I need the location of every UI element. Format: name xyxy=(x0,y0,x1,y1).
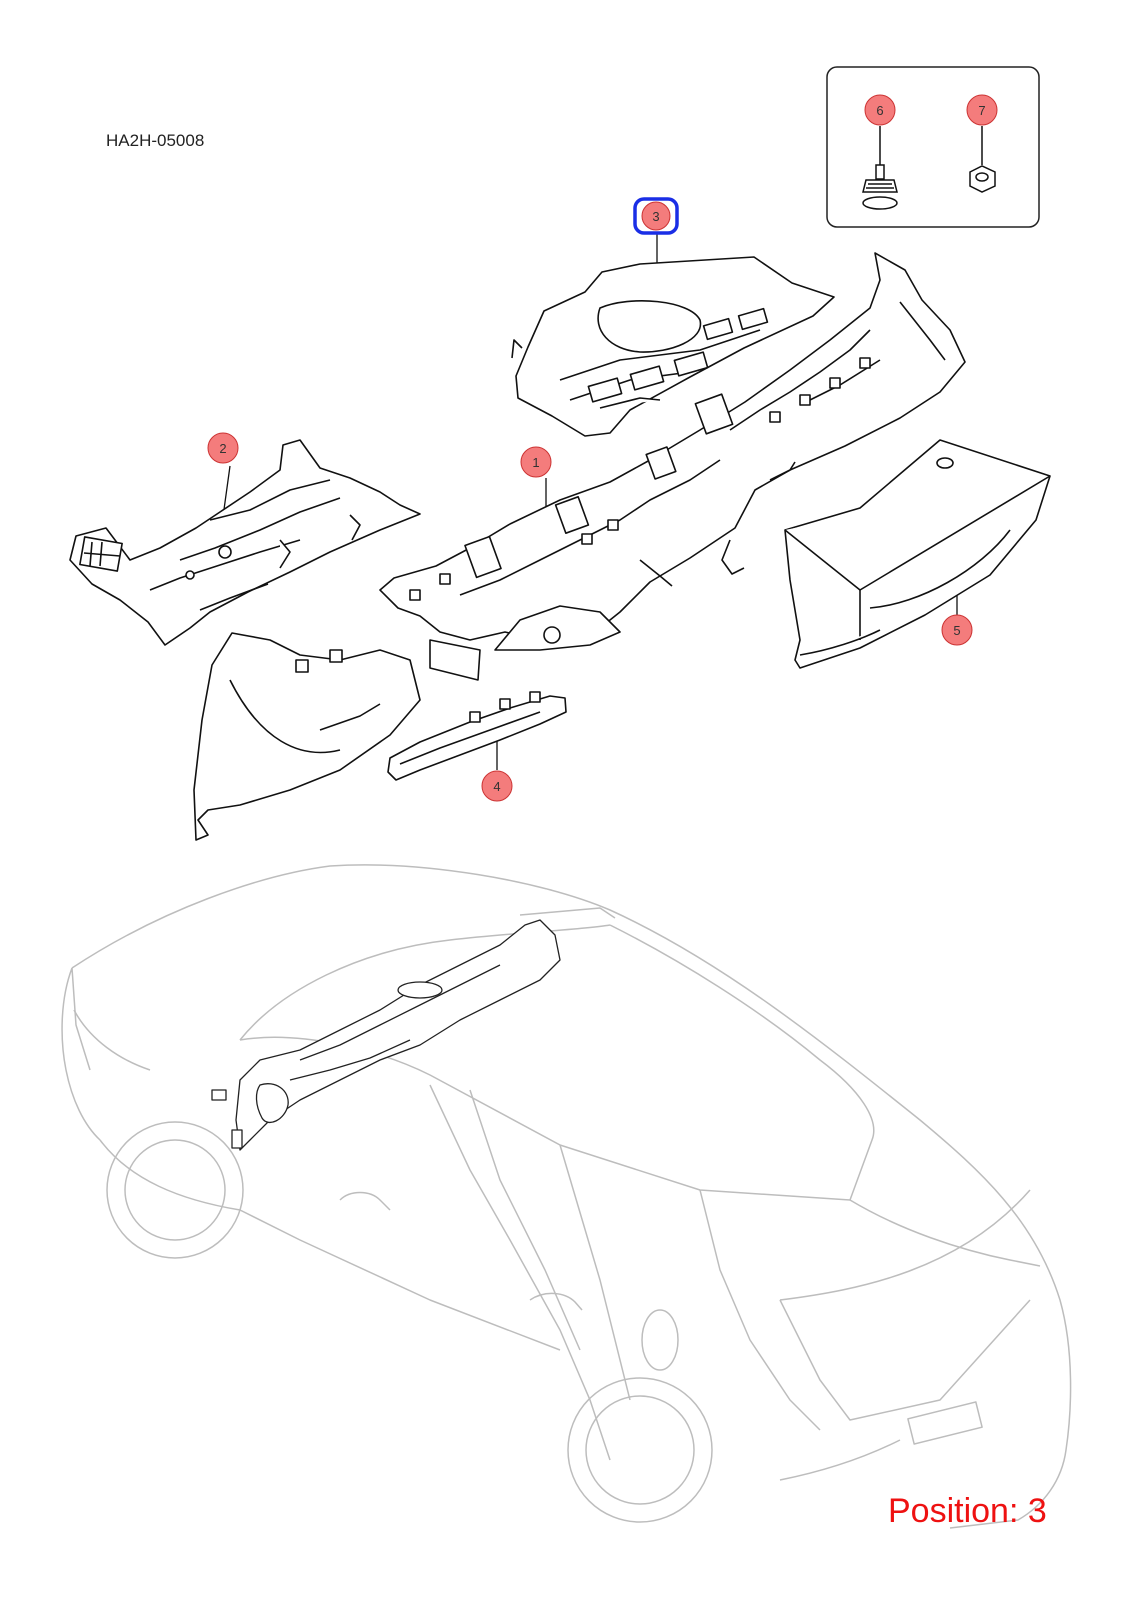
callout-6[interactable]: 6 xyxy=(864,94,896,126)
vehicle-dashboard-position-drawing xyxy=(211,919,561,1151)
part-5-glove-box-drawing xyxy=(784,439,1051,669)
callout-2-label: 2 xyxy=(219,441,226,456)
part-3-center-panel-drawing xyxy=(511,234,835,437)
callout-1[interactable]: 1 xyxy=(520,446,552,478)
callout-5-label: 5 xyxy=(953,623,960,638)
diagram-code: HA2H-05008 xyxy=(106,131,205,150)
callout-4[interactable]: 4 xyxy=(481,770,513,802)
callout-7-label: 7 xyxy=(978,103,985,118)
selected-callout-outline xyxy=(633,197,679,235)
callout-7[interactable]: 7 xyxy=(966,94,998,126)
callout-2[interactable]: 2 xyxy=(207,432,239,464)
callout-5[interactable]: 5 xyxy=(941,614,973,646)
callout-4-label: 4 xyxy=(493,779,500,794)
callout-1-label: 1 xyxy=(532,455,539,470)
part-4-lower-bracket-drawing xyxy=(387,639,567,781)
callout-6-label: 6 xyxy=(876,103,883,118)
hardware-inset-box xyxy=(826,66,1040,228)
part-2-left-panel-drawing xyxy=(69,439,421,646)
position-label: Position: 3 xyxy=(888,1492,1047,1530)
callout-3-selected[interactable]: 3 xyxy=(633,197,679,235)
part-7-nut-drawing xyxy=(969,126,996,193)
part-1-main-frame-drawing xyxy=(379,252,966,651)
part-6-bolt-drawing xyxy=(862,126,898,210)
callout-3-label: 3 xyxy=(652,209,659,224)
vehicle-outline-drawing xyxy=(61,864,1072,1529)
left-side-trim-drawing xyxy=(193,632,421,841)
